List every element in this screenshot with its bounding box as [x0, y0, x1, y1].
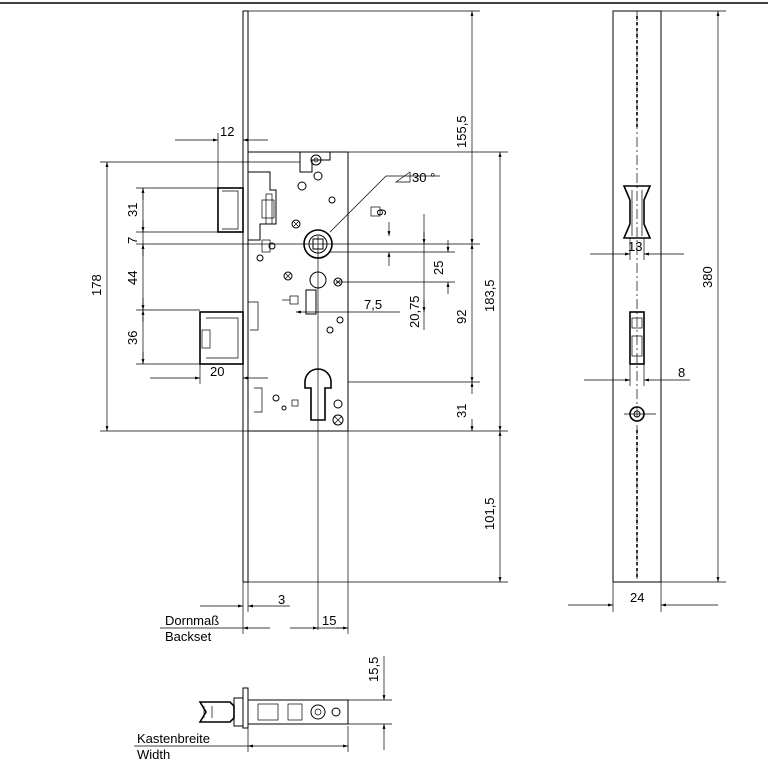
dim-30deg-label: 30 °	[412, 170, 435, 185]
dim-380-label: 380	[700, 266, 715, 288]
front-view	[199, 10, 480, 630]
latch-bolt	[217, 171, 277, 241]
dim-155-5-label: 155,5	[454, 115, 469, 148]
dim-7-label: 7	[125, 237, 140, 244]
dim-25-label: 25	[431, 261, 446, 275]
square-symbol	[370, 206, 381, 217]
dim-178: 178	[89, 161, 300, 432]
dim-backset: 15 Dornmaß Backset	[160, 431, 349, 644]
dim-44-label: 44	[125, 271, 140, 285]
dim-31-bottom: 31	[454, 382, 474, 431]
dim-13: 13	[590, 238, 684, 260]
dim-20-75-label: 20,75	[407, 295, 422, 328]
dim-15-5: 15,5	[348, 656, 392, 750]
dim-13-label: 13	[628, 239, 642, 254]
dim-178-label: 178	[89, 274, 104, 296]
dim-92-label: 92	[454, 310, 469, 324]
dim-24: 24	[568, 582, 718, 612]
side-view	[612, 10, 662, 583]
dim-left-chain: 31 7 44 36	[125, 187, 300, 365]
dim-12: 12	[175, 124, 268, 188]
dim-8-label: 8	[678, 365, 685, 380]
dim-15-label: 15	[322, 613, 336, 628]
dim-sq9: 9	[370, 206, 391, 266]
dim-380: 380	[661, 10, 726, 583]
dim-92: 92	[348, 244, 480, 383]
dim-3-label: 3	[278, 592, 285, 607]
dim-183-5-label: 183,5	[482, 279, 497, 312]
case-top	[247, 699, 349, 725]
case-width-label-de: Kastenbreite	[137, 731, 210, 746]
case-width-label-en: Width	[137, 747, 170, 762]
dim-15-5-label: 15,5	[366, 657, 381, 682]
latch-side	[622, 185, 652, 239]
dim-20: 20	[150, 364, 268, 384]
cylinder-side	[624, 406, 656, 422]
dim-12-label: 12	[220, 124, 234, 139]
dim-7-5: 7,5	[296, 297, 400, 314]
dim-25: 25	[330, 240, 455, 294]
dim-101-5-label: 101,5	[482, 497, 497, 530]
faceplate	[242, 10, 249, 583]
dim-20-75: 20,75	[407, 214, 426, 330]
dim-20-label: 20	[210, 364, 224, 379]
dim-7-5-label: 7,5	[364, 297, 382, 312]
dim-case-width: Kastenbreite Width	[134, 726, 349, 762]
cylinder-cutout	[254, 368, 344, 426]
backset-label-de: Dornmaß	[165, 613, 219, 628]
faceplate-top	[242, 687, 249, 729]
top-mechanism	[256, 152, 336, 281]
dim-101-5: 101,5	[248, 431, 508, 583]
dim-8: 8	[584, 364, 690, 386]
dim-31-bottom-label: 31	[454, 404, 469, 418]
top-view	[198, 687, 349, 729]
deadbolt-side	[629, 311, 645, 365]
dim-183-5: 183,5	[348, 151, 508, 432]
dim-31-top-label: 31	[125, 203, 140, 217]
dim-155-5: 155,5	[248, 10, 480, 244]
dead-bolt	[199, 301, 259, 365]
dim-36-label: 36	[125, 331, 140, 345]
dim-3: 3	[200, 582, 290, 634]
dim-30deg: 30 °	[329, 170, 440, 233]
lock-case	[247, 151, 349, 432]
dim-sq9-label: 9	[374, 209, 389, 216]
backset-label-en: Backset	[165, 629, 212, 644]
dim-24-label: 24	[630, 590, 644, 605]
